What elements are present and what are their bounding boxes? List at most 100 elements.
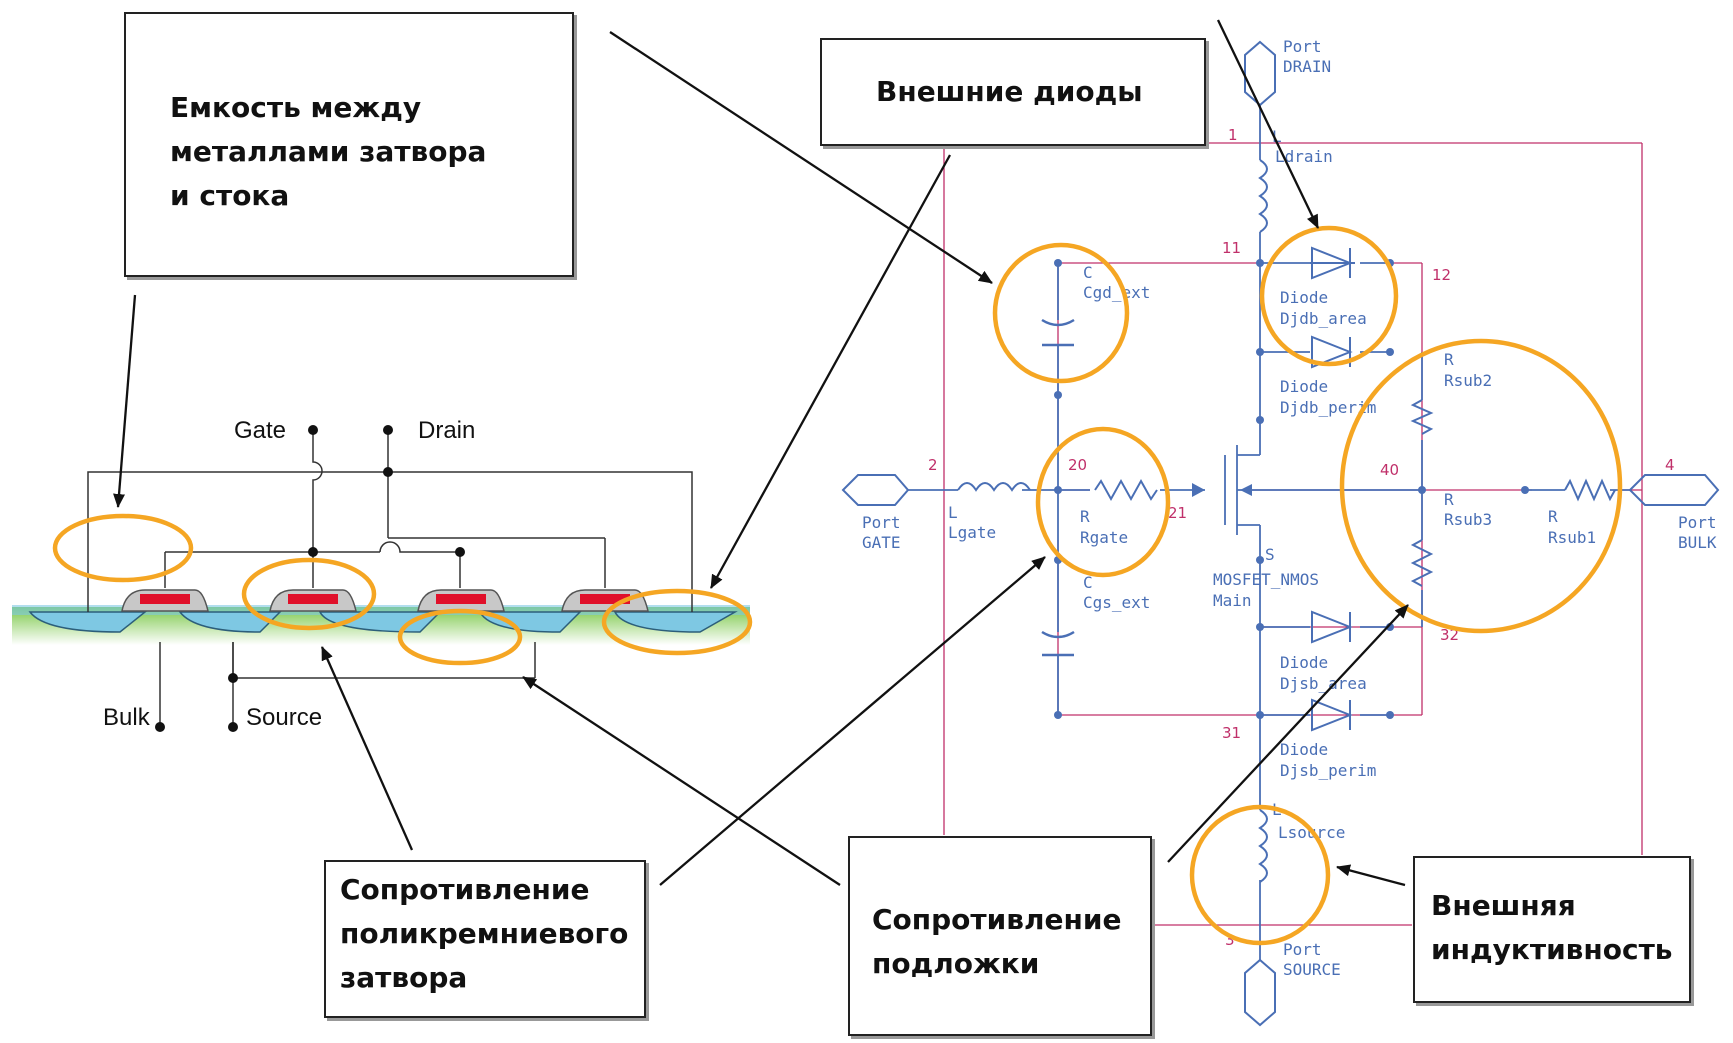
port-source-symbol [1244,958,1276,1027]
cross-section-nodes [155,425,465,732]
djdb-area-type: Diode [1280,288,1328,307]
callout-line: металлами затвора [170,135,487,168]
port-bulk-symbol [1628,474,1720,506]
cgs-type: C [1083,573,1093,592]
cgd-name: Cgd_ext [1083,283,1150,302]
ring-lsource [1189,804,1331,946]
equivalent-schematic: Port DRAIN Port GATE Port BULK Port SOUR… [841,37,1720,1027]
schematic-junctions [1054,259,1529,719]
node-12: 12 [1432,266,1451,284]
rgate-name: Rgate [1080,528,1128,547]
port-bulk-label-2: BULK [1678,533,1717,552]
mosfet-instance: Main [1213,591,1252,610]
callout-line: и стока [170,179,290,212]
callout-substrate-resistance: Сопротивление подложки [848,836,1152,1036]
cgd-plate-1 [1041,318,1075,327]
lgate-coil [957,482,1031,492]
port-drain-label-2: DRAIN [1283,57,1331,76]
port-source-label-2: SOURCE [1283,960,1341,979]
port-drain-label-1: Port [1283,37,1322,56]
ldrain-coil [1258,159,1268,233]
callout-line: затвора [340,961,468,994]
diffusion-1 [28,611,148,633]
rsub1-type: R [1548,507,1558,526]
ldrain-type: L [1272,127,1282,146]
callout-line: Емкость между [170,91,422,124]
gate-terminal-label: Gate [234,417,286,444]
rsub3-name: Rsub3 [1444,510,1492,529]
lsource-coil [1258,809,1268,883]
ring-cgd [992,242,1130,384]
port-source-label-1: Port [1283,940,1322,959]
cgs-plate-1 [1041,630,1075,639]
callout-line: Сопротивление [340,873,590,906]
callout-line: подложки [872,947,1040,980]
callout-line: поликремниевого [340,917,629,950]
ring-substrate-res [1339,338,1623,634]
highlight-rings [52,225,1623,946]
callout-line: Внешние диоды [876,75,1143,108]
arrow-poly-xs [320,646,414,851]
well-surface [12,605,750,615]
callout-external-diodes: Внешние диоды [820,38,1206,146]
source-terminal-label: Source [246,704,322,731]
node-3: 3 [1225,931,1235,949]
port-gate-label-1: Port [862,513,901,532]
djdb-area-name: Djdb_area [1280,309,1367,328]
cgs-name: Cgs_ext [1083,593,1150,612]
mosfet-gate-arrow [1192,483,1205,497]
lgate-name: Lgate [948,523,996,542]
inductors [957,159,1268,883]
rsub1-name: Rsub1 [1548,528,1596,547]
rsub2-zigzag [1410,399,1434,435]
node-1: 1 [1228,126,1238,144]
djsb-perim-type: Diode [1280,740,1328,759]
arrow-gd-cap [113,294,137,508]
drain-terminal-label: Drain [418,417,475,444]
diode-sb-area [1311,610,1353,644]
node-11: 11 [1222,239,1241,257]
gate-stack-1 [121,589,209,612]
arrow-ext-diode-sch [1216,19,1320,229]
ring-drain-diodes [1259,225,1399,367]
rsub2-name: Rsub2 [1444,371,1492,390]
callout-external-inductance: Внешняя индуктивность [1413,856,1691,1003]
package-frame [943,142,1643,926]
port-bulk-label-1: Port [1678,513,1717,532]
ring-substrate [397,608,523,666]
port-gate-label-2: GATE [862,533,901,552]
mos-cross-section: Gate Drain Bulk Source [12,417,750,732]
callout-line: Внешняя [1431,889,1576,922]
port-drain-symbol [1244,40,1276,107]
rgate-zigzag [1094,478,1158,502]
ring-rgate [1035,426,1171,578]
rsub2-type: R [1444,350,1454,369]
node-20: 20 [1068,456,1087,474]
callout-gate-drain-capacitance: Емкость между металлами затвора и стока [124,12,574,277]
lgate-type: L [948,503,958,522]
callout-poly-gate-resistance: Сопротивление поликремниевого затвора [324,860,646,1018]
djdb-perim-name: Djdb_perim [1280,398,1376,417]
port-gate-symbol [841,474,910,506]
cgd-type: C [1083,263,1093,282]
ldrain-name: Ldrain [1275,147,1333,166]
djsb-area-name: Djsb_area [1280,674,1367,693]
arrow-poly-sch [659,556,1046,886]
diffusion-5 [613,611,738,633]
ring-poly-gate [241,557,377,631]
ring-gate-drain-metal [52,513,194,583]
gate-stack-3 [417,589,505,612]
diode-db-area [1310,246,1355,280]
djsb-area-type: Diode [1280,653,1328,672]
node-2: 2 [928,456,938,474]
arrow-cgd [609,31,993,284]
diffusion-3 [318,611,442,633]
capacitors [1041,318,1075,657]
schematic-labels: Port DRAIN Port GATE Port BULK Port SOUR… [862,37,1717,979]
node-31: 31 [1222,724,1241,742]
diffusion-2 [178,611,282,633]
djdb-perim-type: Diode [1280,377,1328,396]
mosfet-source-pin: S [1265,545,1275,564]
